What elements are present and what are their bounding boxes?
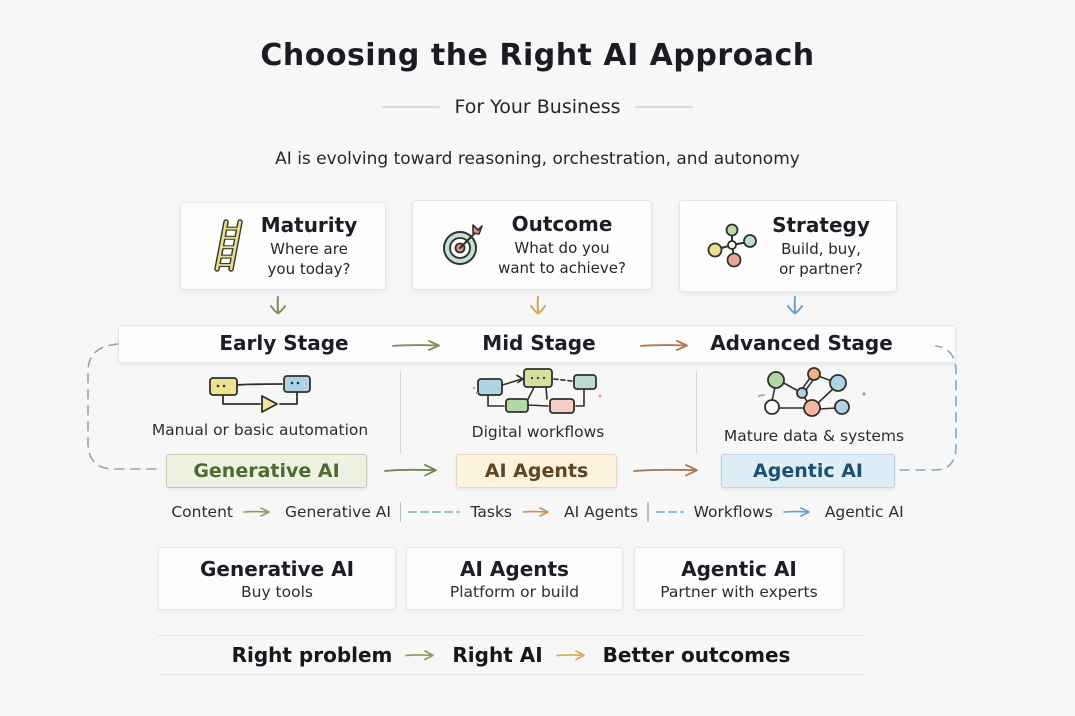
column-early: Manual or basic automation	[122, 370, 398, 439]
recommendation-card: AI Agents Platform or build	[406, 547, 623, 610]
footer-banner: Right problem Right AI Better outcomes	[158, 635, 864, 675]
automation-flow-icon	[209, 375, 311, 413]
tagline: AI is evolving toward reasoning, orchest…	[275, 149, 800, 169]
badge-agentic-ai: Agentic AI	[721, 454, 895, 488]
mapping-arrow-icon	[783, 507, 810, 517]
recommendation-card: Agentic AI Partner with experts	[634, 547, 844, 610]
subtitle-rule-left	[382, 106, 441, 108]
stage-band: Early Stage Mid Stage Advanced Stage	[118, 325, 956, 363]
recommendation-subtitle: Buy tools	[241, 582, 313, 601]
factor-subtitle-line2: you today?	[267, 259, 351, 278]
footer-text-part3: Better outcomes	[602, 643, 791, 667]
workflow-diagram-icon	[472, 368, 602, 414]
mapping-to: Generative AI	[285, 503, 391, 521]
recommendation-title: Agentic AI	[681, 556, 797, 581]
stage-label-early: Early Stage	[219, 331, 349, 355]
recommendation-subtitle: Platform or build	[449, 582, 580, 601]
badge-generative-ai: Generative AI	[166, 454, 367, 488]
mapping-to: AI Agents	[564, 503, 639, 521]
mapping-arrow-icon	[243, 507, 270, 517]
stage-label-advanced: Advanced Stage	[710, 331, 893, 355]
badge-arrow-icon	[384, 464, 437, 477]
down-arrow-icon	[787, 296, 803, 315]
ladder-icon	[213, 219, 243, 272]
recommendation-title: Generative AI	[199, 556, 355, 581]
factor-title: Outcome	[511, 212, 613, 236]
badge-arrow-icon	[633, 464, 698, 477]
stage-label-mid: Mid Stage	[482, 331, 596, 355]
column-caption: Mature data & systems	[723, 427, 905, 445]
column-caption: Digital workflows	[471, 423, 605, 441]
column-divider	[696, 372, 697, 454]
mapping-to: Agentic AI	[824, 503, 904, 521]
footer-arrow-icon	[555, 650, 585, 661]
factor-subtitle-line2: want to achieve?	[498, 258, 626, 277]
factor-subtitle-line1: Build, buy,	[781, 240, 861, 258]
column-divider	[400, 372, 401, 454]
down-arrow-icon	[530, 296, 546, 315]
mapping-from: Content	[171, 503, 233, 521]
mapping-from: Tasks	[470, 503, 513, 521]
recommendation-subtitle: Partner with experts	[660, 582, 818, 601]
stage-arrow-icon	[640, 340, 688, 351]
subtitle-rule-right	[634, 106, 693, 108]
down-arrow-icon	[270, 296, 286, 315]
factor-subtitle-line2: or partner?	[779, 259, 863, 278]
page-title: Choosing the Right AI Approach	[260, 38, 815, 73]
recommendation-card: Generative AI Buy tools	[158, 547, 396, 610]
footer-text-part2: Right AI	[452, 643, 543, 667]
data-network-icon	[758, 367, 866, 417]
mapping-separator	[399, 502, 462, 522]
footer-arrow-icon	[405, 650, 435, 661]
recommendation-title: AI Agents	[460, 556, 569, 581]
factor-card-maturity: Maturity Where are you today?	[180, 202, 386, 290]
factor-subtitle-line1: What do you	[514, 239, 610, 257]
footer-text-part1: Right problem	[231, 643, 393, 667]
badge-ai-agents: AI Agents	[456, 454, 617, 488]
column-caption: Manual or basic automation	[151, 421, 369, 439]
factor-title: Maturity	[260, 213, 358, 237]
subtitle-row: For Your Business	[0, 96, 1075, 118]
mapping-from: Workflows	[693, 503, 773, 521]
mapping-row: Content Generative AI Tasks AI Agents Wo…	[0, 502, 1075, 522]
mapping-arrow-icon	[522, 507, 549, 517]
mapping-separator	[647, 502, 685, 522]
org-network-icon	[707, 223, 757, 268]
column-mid: Digital workflows	[407, 366, 669, 441]
page-subtitle: For Your Business	[454, 96, 621, 118]
factor-title: Strategy	[772, 213, 870, 237]
stage-arrow-icon	[392, 340, 440, 351]
target-icon	[443, 224, 483, 265]
column-advanced: Mature data & systems	[700, 366, 928, 445]
factor-card-outcome: Outcome What do you want to achieve?	[412, 200, 652, 290]
factor-card-strategy: Strategy Build, buy, or partner?	[679, 200, 897, 292]
factor-subtitle-line1: Where are	[270, 240, 348, 258]
